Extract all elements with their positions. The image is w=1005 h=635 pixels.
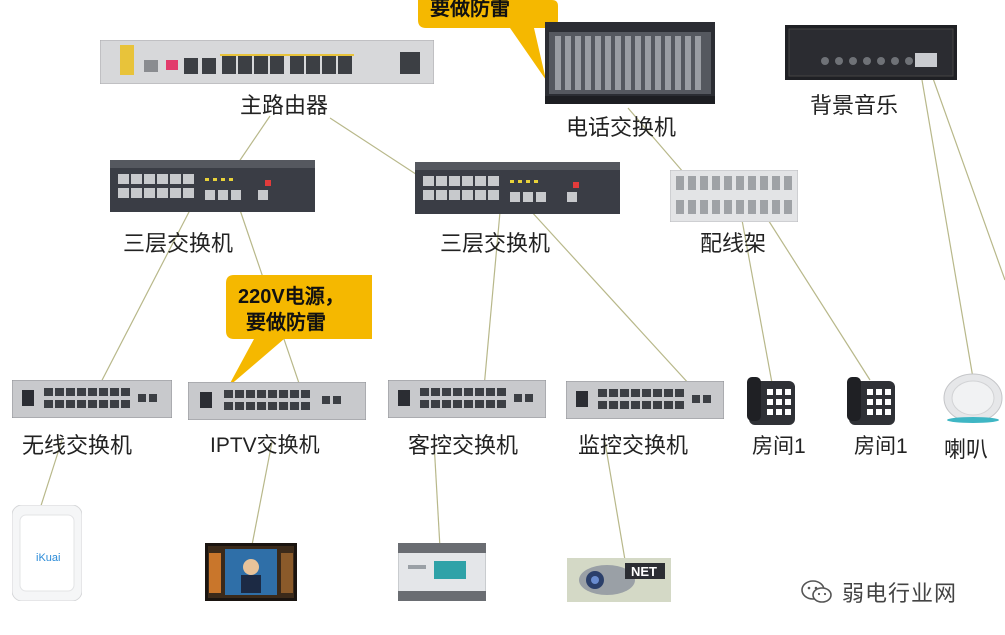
guest-control-switch-device (388, 380, 546, 418)
l3-switch-left-device (110, 160, 315, 212)
iptv-switch-device (188, 382, 366, 420)
background-music-label: 背景音乐 (810, 94, 899, 119)
monitor-switch-label: 监控交换机 (578, 434, 689, 459)
guest-room-controller-device (398, 543, 486, 601)
link-guest-controller (433, 441, 441, 549)
link-iptv-tv (251, 441, 273, 546)
room-phone-icon (747, 377, 795, 425)
callout-power-line1: 220V电源， (238, 285, 345, 308)
link-patch-room1b (764, 214, 871, 381)
phone-exchange-device (545, 22, 715, 104)
callout-top: 要做防雷 (418, 0, 558, 80)
link-l3right-guest (483, 211, 501, 389)
l3-switch-right-device (415, 162, 620, 214)
patch-panel-device (670, 170, 798, 222)
ceiling-speaker-icon (943, 373, 1003, 423)
l3-switch-left-label: 三层交换机 (123, 232, 234, 257)
l3-switch-right-label: 三层交换机 (440, 232, 551, 257)
guest-control-switch-label: 客控交换机 (408, 434, 519, 459)
link-router-l3right (329, 117, 429, 183)
link-phone-patch (627, 107, 691, 181)
link-wireless-ap (37, 439, 63, 516)
room-phone-icon (847, 377, 895, 425)
wireless-switch-label: 无线交换机 (22, 434, 133, 459)
link-patch-room1a (741, 219, 773, 384)
patch-panel-label: 配线架 (700, 232, 767, 257)
room1-b-label: 房间1 (854, 435, 908, 458)
watermark: 弱电行业网 (800, 576, 957, 608)
monitor-switch-device (566, 381, 724, 419)
callout-power: 220V电源， 要做防雷 (226, 275, 372, 387)
surveillance-camera-device: NET (567, 558, 671, 602)
room1-a-label: 房间1 (752, 435, 806, 458)
watermark-text: 弱电行业网 (842, 582, 958, 607)
ap-brand-text: iKuai (36, 552, 60, 564)
background-music-device (785, 25, 957, 80)
wireless-switch-device (12, 380, 172, 418)
link-l3right-monitor (529, 209, 691, 386)
iptv-switch-label: IPTV交换机 (210, 434, 320, 457)
link-l3left-wireless (97, 209, 191, 389)
phone-exchange-label: 电话交换机 (566, 116, 677, 141)
callout-top-text: 要做防雷 (430, 0, 510, 20)
main-router-label: 主路由器 (240, 94, 329, 119)
link-monitor-camera (604, 441, 626, 561)
main-router-device (100, 40, 434, 84)
iptv-television-device (205, 543, 297, 601)
camera-net-badge: NET (631, 564, 657, 579)
link-music-offpage (929, 69, 1005, 281)
speaker-label: 喇叭 (944, 438, 989, 463)
wireless-ap-device: iKuai (12, 505, 82, 601)
link-music-speaker (921, 79, 974, 379)
wechat-icon (801, 580, 832, 603)
callout-power-line2: 要做防雷 (246, 310, 326, 334)
